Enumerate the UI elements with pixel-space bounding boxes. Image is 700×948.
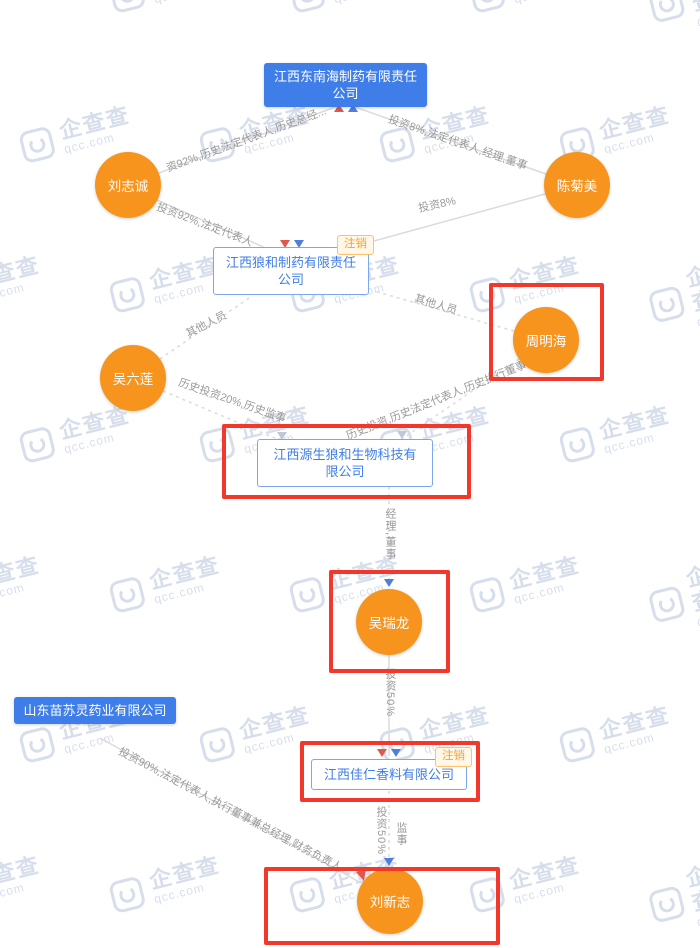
company-name: 江西源生狼和生物科技有限公司 [273, 447, 417, 479]
company-name: 江西狼和制药有限责任公司 [226, 255, 357, 287]
edge-label-wuruilong-jiaren: 投资50% [384, 668, 396, 718]
edge-lines [99, 105, 547, 884]
person-name: 陈菊美 [556, 179, 598, 194]
person-name: 刘志诚 [107, 179, 149, 194]
node-company-jiaren[interactable]: 江西佳仁香料有限公司 注销 [311, 747, 472, 790]
node-company-miaosuling[interactable]: 山东苗苏灵药业有限公司 [14, 697, 176, 724]
person-name: 吴六莲 [112, 372, 154, 387]
node-company-dongnanhai[interactable]: 江西东南海制药有限责任公司 [264, 63, 427, 107]
edge-label-yuansheng-wuruilong: 经理,董事 [384, 508, 396, 561]
person-name: 吴瑞龙 [368, 616, 410, 631]
node-person-zhou-minghai[interactable]: 周明海 [513, 307, 579, 373]
node-person-liu-xinzhi[interactable]: 刘新志 [357, 868, 423, 934]
edge-arrowheads [277, 104, 407, 881]
company-name: 江西东南海制药有限责任公司 [273, 69, 417, 101]
node-company-langhe[interactable]: 江西狼和制药有限责任公司 注销 [213, 235, 374, 295]
status-badge-cancelled: 注销 [337, 235, 374, 255]
company-name: 山东苗苏灵药业有限公司 [23, 703, 167, 718]
company-name: 江西佳仁香料有限公司 [324, 767, 455, 782]
status-badge-cancelled: 注销 [435, 747, 472, 767]
node-person-liu-zhicheng[interactable]: 刘志诚 [95, 152, 161, 218]
edge-label-liuxinzhi-jiaren-role: 监事 [395, 822, 407, 846]
node-person-wu-liulian[interactable]: 吴六莲 [100, 345, 166, 411]
node-company-yuansheng[interactable]: 江西源生狼和生物科技有限公司 [257, 439, 433, 487]
edge-label-liuxinzhi-jiaren-invest: 投资50% [375, 806, 387, 856]
node-person-chen-jumei[interactable]: 陈菊美 [544, 152, 610, 218]
person-name: 刘新志 [369, 895, 411, 910]
node-person-wu-ruilong[interactable]: 吴瑞龙 [356, 589, 422, 655]
person-name: 周明海 [525, 334, 567, 349]
